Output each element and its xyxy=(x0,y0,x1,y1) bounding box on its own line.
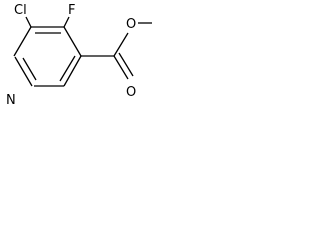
bond-carbonyl-double-b xyxy=(118,52,134,77)
bond-n-c2-inner xyxy=(22,57,37,81)
bond-carbonyl-ester-o xyxy=(113,32,129,57)
bond-c5-c6 xyxy=(63,55,82,87)
bond-c2-c3 xyxy=(13,26,32,57)
bond-c4-fluorine xyxy=(63,16,70,28)
structure-diagram: Cl F N O O xyxy=(6,3,152,108)
bond-c5-c6-inner xyxy=(59,55,76,82)
carbonyl-oxygen-label: O xyxy=(126,85,136,100)
fluorine-label: F xyxy=(68,3,75,18)
ester-oxygen-label: O xyxy=(126,17,136,32)
bond-carbonyl-double-a xyxy=(113,55,129,80)
methyl-ester-group xyxy=(81,22,152,80)
nitrogen-label: N xyxy=(6,93,16,108)
bond-c3-chlorine xyxy=(25,16,32,28)
bond-n-c2 xyxy=(14,56,33,87)
chlorine-label: Cl xyxy=(14,3,27,18)
pyridine-ring xyxy=(13,26,82,87)
bond-c4-c5 xyxy=(63,26,82,57)
